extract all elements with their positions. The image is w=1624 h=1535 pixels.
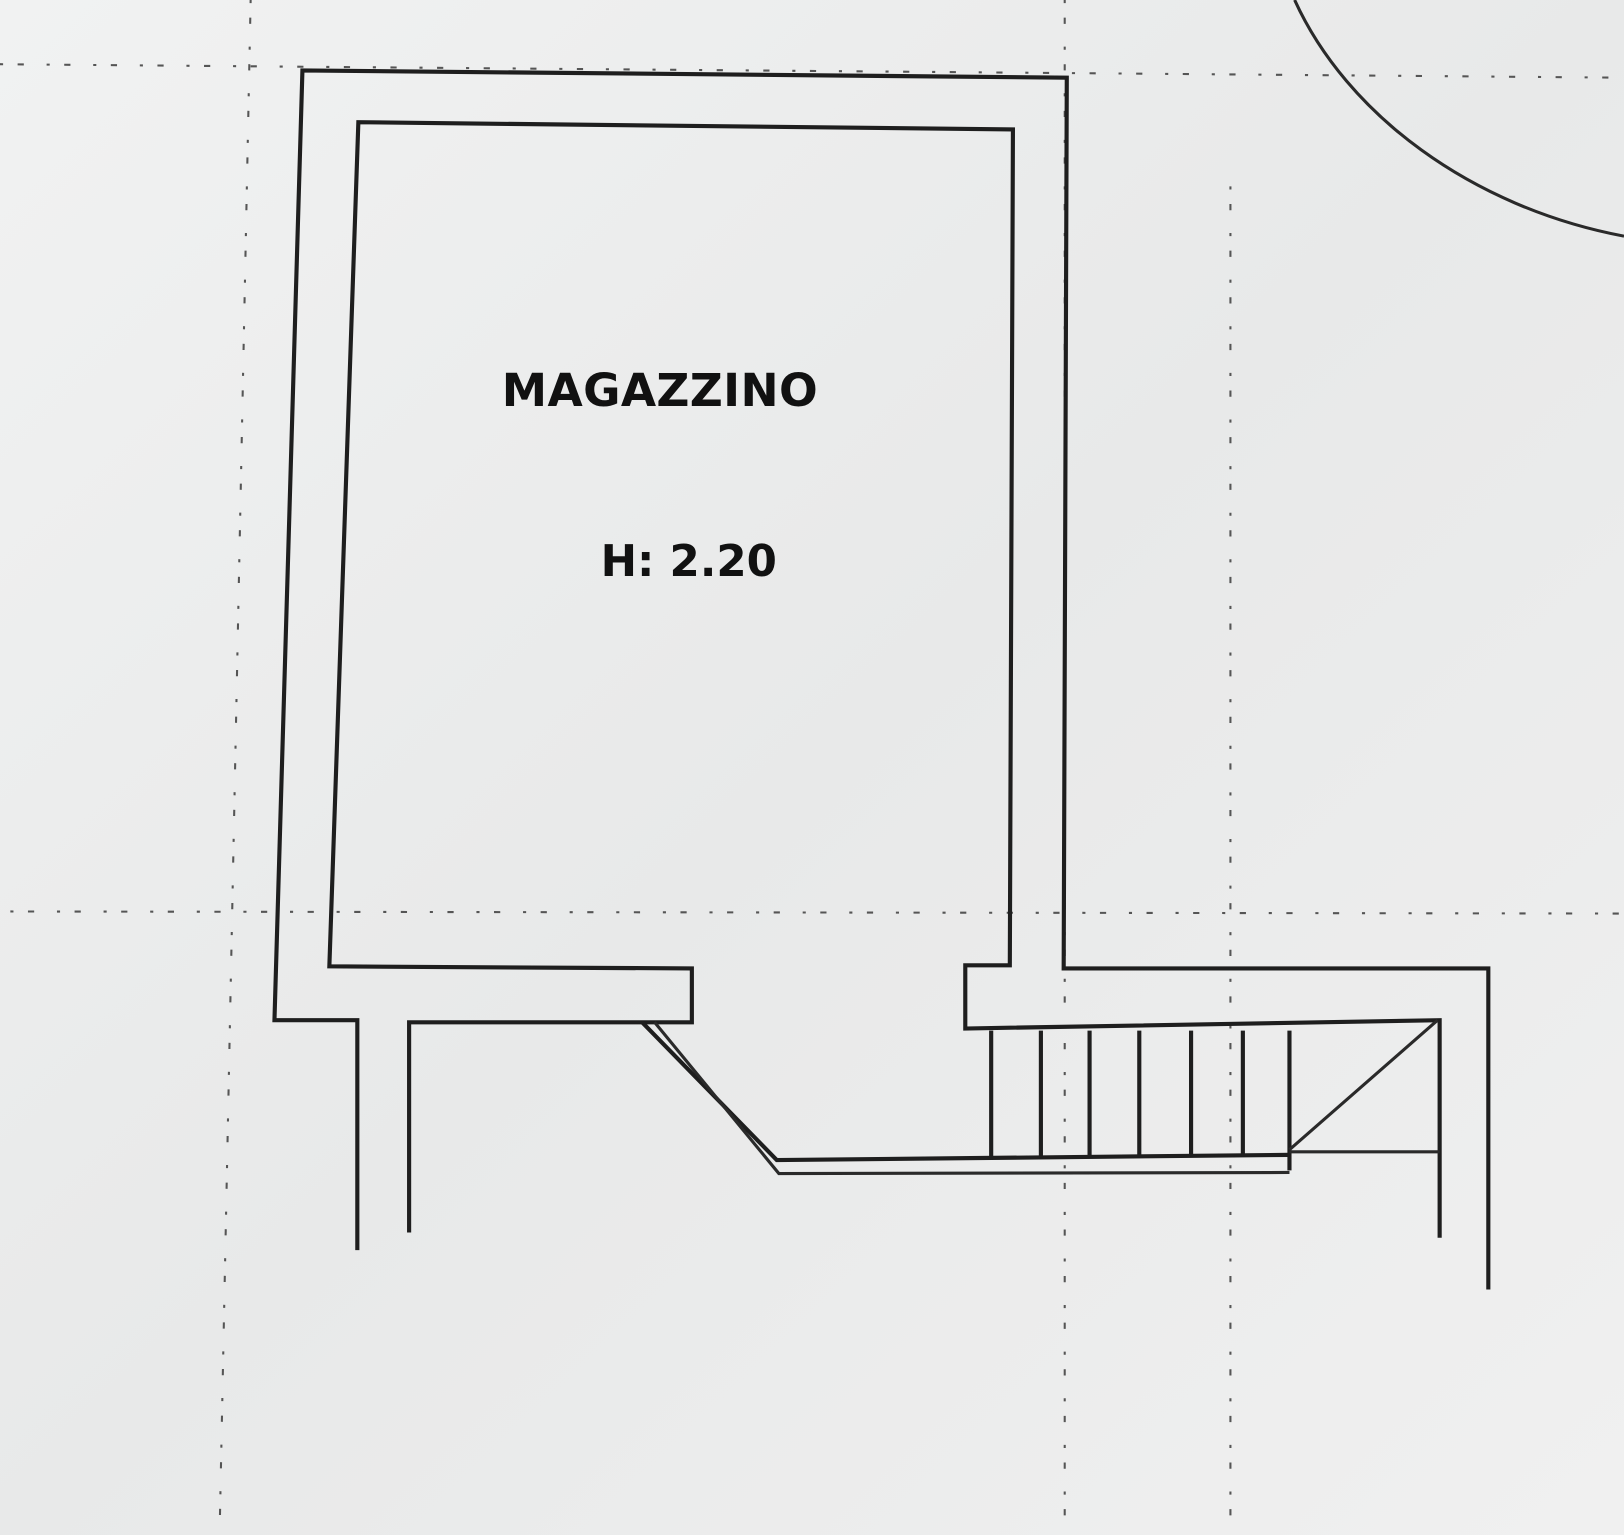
ramp (640, 1020, 1290, 1176)
room-name-label: MAGAZZINO (502, 364, 818, 417)
outer-wall-line (272, 68, 1491, 1290)
door-swing-arc (1293, 0, 1624, 238)
staircase (989, 1019, 1440, 1171)
room-height-label: H: 2.20 (601, 537, 777, 587)
